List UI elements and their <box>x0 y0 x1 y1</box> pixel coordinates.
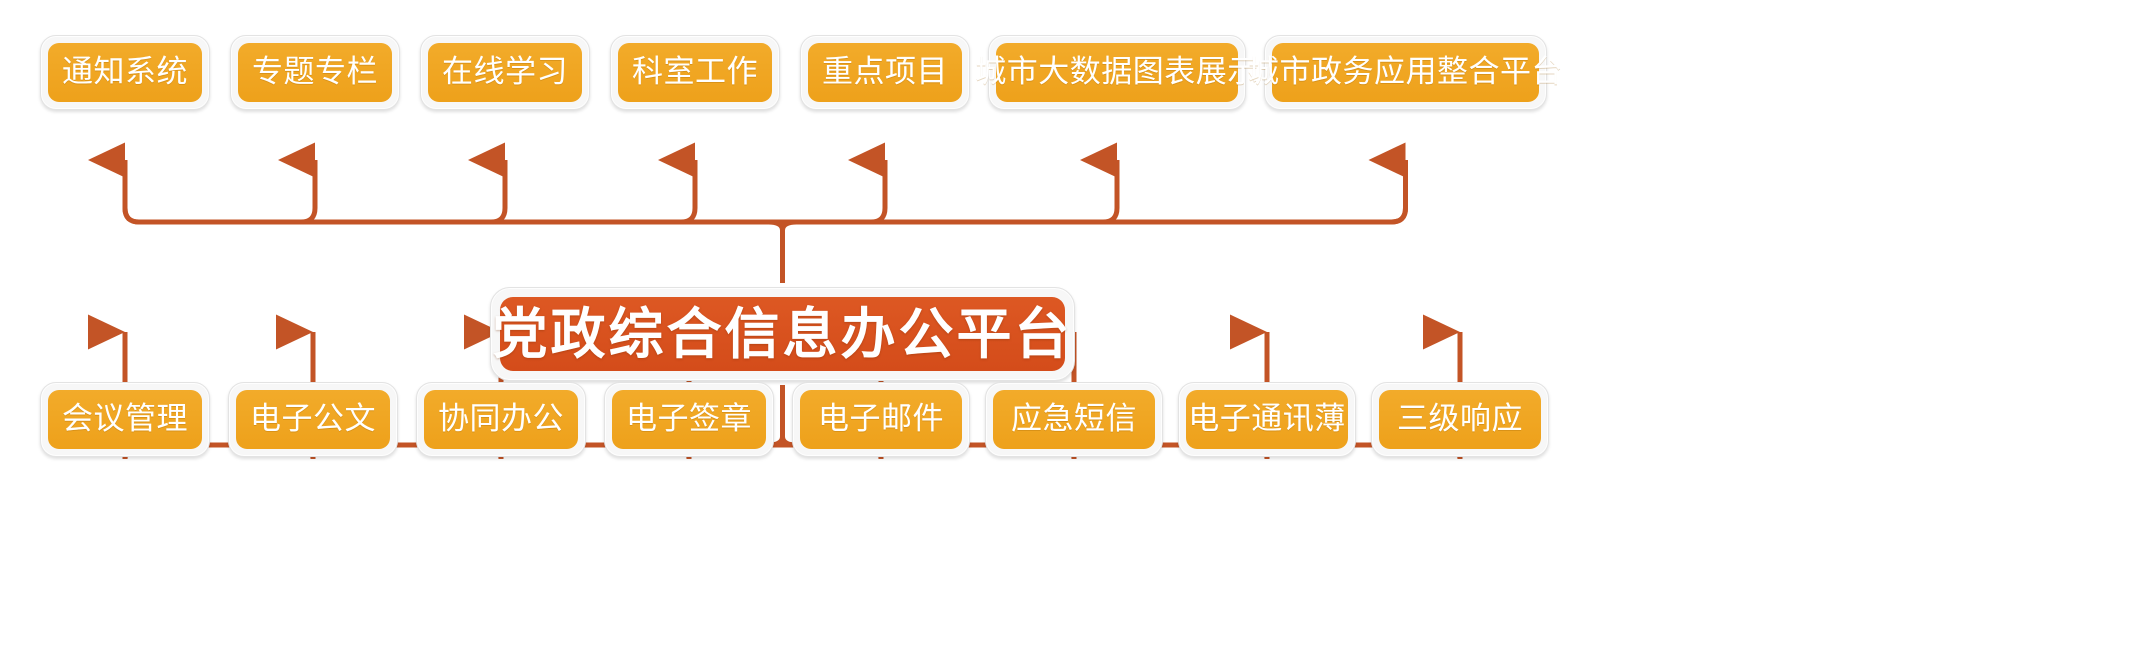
branch-elbow <box>1102 207 1120 225</box>
branch-elbow <box>870 207 888 225</box>
top-node-7[interactable]: 城市政务应用整合平台 <box>1248 35 1563 110</box>
top-node-1-label: 通知系统 <box>48 43 202 102</box>
branch-elbow <box>1391 207 1408 225</box>
root-node[interactable]: 党政综合信息办公平台 <box>490 287 1075 381</box>
top-node-7-label: 城市政务应用整合平台 <box>1248 43 1563 102</box>
top-node-6[interactable]: 城市大数据图表展示 <box>975 35 1258 110</box>
bottom-node-3-label: 协同办公 <box>424 390 578 449</box>
top-node-6-label: 城市大数据图表展示 <box>975 43 1258 102</box>
top-node-4[interactable]: 科室工作 <box>610 35 780 110</box>
bottom-node-3[interactable]: 协同办公 <box>416 382 586 457</box>
bottom-node-4-label: 电子签章 <box>612 390 766 449</box>
top-node-2-label: 专题专栏 <box>238 43 392 102</box>
bottom-node-8[interactable]: 三级响应 <box>1371 382 1549 457</box>
bottom-node-8-label: 三级响应 <box>1379 390 1541 449</box>
bottom-node-5-label: 电子邮件 <box>800 390 962 449</box>
branch-elbow <box>490 207 508 225</box>
top-node-3[interactable]: 在线学习 <box>420 35 590 110</box>
bottom-node-1[interactable]: 会议管理 <box>40 382 210 457</box>
top-node-3-label: 在线学习 <box>428 43 582 102</box>
root-node-label: 党政综合信息办公平台 <box>493 297 1070 371</box>
branch-elbow <box>122 207 140 225</box>
top-node-2[interactable]: 专题专栏 <box>230 35 400 110</box>
root-stem-up <box>768 219 797 283</box>
bottom-node-6-label: 应急短信 <box>993 390 1155 449</box>
top-node-1[interactable]: 通知系统 <box>40 35 210 110</box>
branch-elbow <box>680 207 698 225</box>
bottom-node-6[interactable]: 应急短信 <box>985 382 1163 457</box>
top-node-5[interactable]: 重点项目 <box>800 35 970 110</box>
bottom-node-5[interactable]: 电子邮件 <box>792 382 970 457</box>
top-node-4-label: 科室工作 <box>618 43 772 102</box>
top-bus-line <box>122 207 1408 225</box>
bottom-node-4[interactable]: 电子签章 <box>604 382 774 457</box>
bottom-node-7[interactable]: 电子通讯薄 <box>1178 382 1356 457</box>
bottom-node-7-label: 电子通讯薄 <box>1186 390 1348 449</box>
top-node-5-label: 重点项目 <box>808 43 962 102</box>
bottom-node-1-label: 会议管理 <box>48 390 202 449</box>
bottom-node-2-label: 电子公文 <box>236 390 390 449</box>
bottom-node-2[interactable]: 电子公文 <box>228 382 398 457</box>
branch-elbow <box>300 207 318 225</box>
